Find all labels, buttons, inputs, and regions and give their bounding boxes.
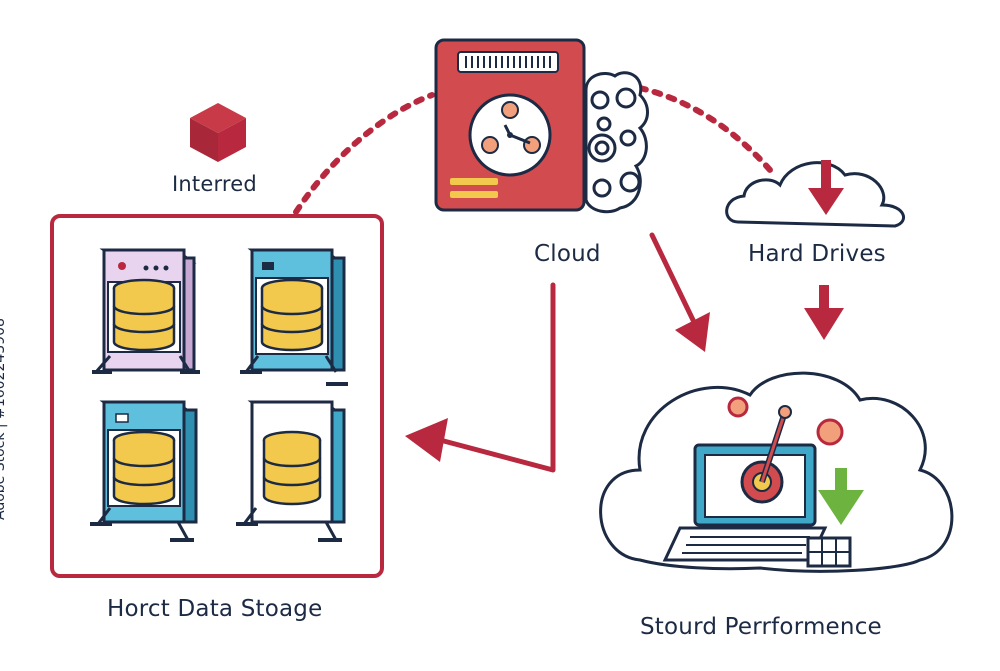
arrow-cloud-to-performance [649,232,696,323]
label-hard-drives: Hard Drives [748,241,886,267]
dotted-connector-left [293,92,435,215]
arrow-cloud-to-storage [437,282,556,473]
server-icon [240,248,348,386]
status-dot [816,418,844,446]
label-performance: Stourd Perrformence [640,614,882,640]
server-icon [236,400,346,542]
down-arrow-icon [804,285,844,340]
label-interred: Interred [172,172,257,196]
server-icon [92,248,200,374]
server-icon [90,400,198,542]
cloud-server-panel [434,38,586,212]
label-cloud: Cloud [534,241,601,267]
status-dot [727,396,749,418]
cloud-icon [725,160,906,228]
gear-icon [584,71,649,214]
stock-id-label: Adobe Stock | #1602243908 [0,318,8,520]
keypad-icon [806,536,852,568]
laptop-icon [662,405,828,562]
dotted-connector-right [637,85,773,173]
arrow-head-performance [675,312,710,352]
arrow-head-storage [405,418,448,462]
download-arrow-icon [818,468,864,525]
label-storage: Horct Data Stoage [107,596,323,622]
cube-icon [190,103,246,162]
